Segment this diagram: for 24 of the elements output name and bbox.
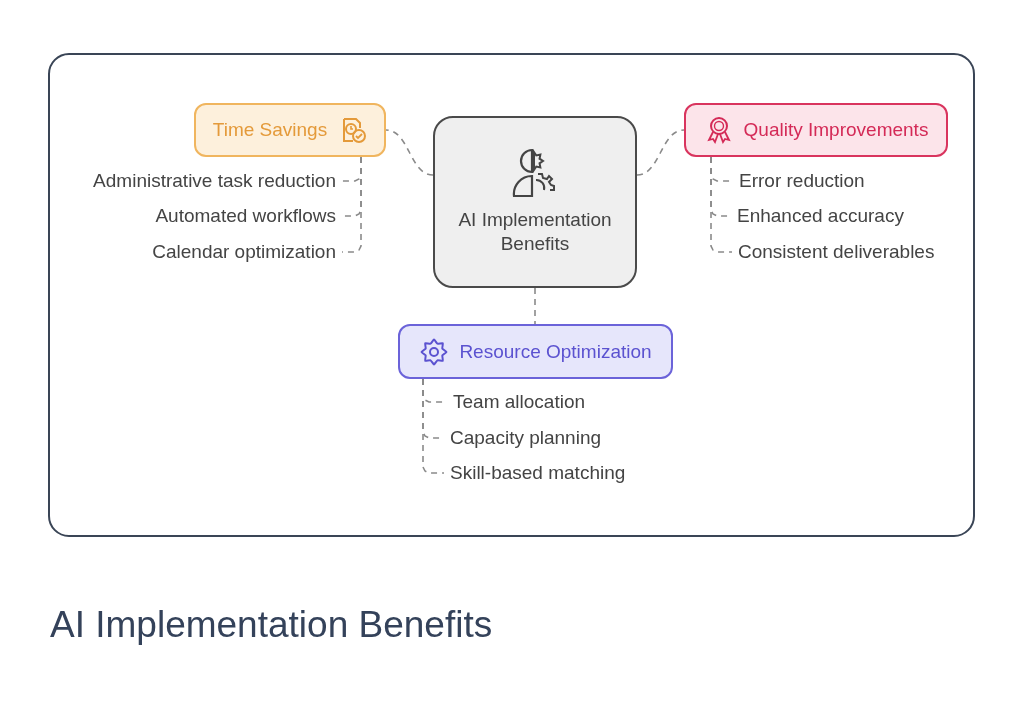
category-title: Time Savings [212,119,328,141]
benefit-text: Capacity planning [450,427,602,449]
benefit-text: Automated workflows [155,205,336,227]
category-box [398,324,673,379]
benefit-text: Skill-based matching [450,462,626,484]
benefit-text: Calendar optimization [152,241,336,263]
connector-line [341,156,362,253]
center-title: AI Implementation Benefits [457,208,613,256]
category-title: Resource Optimization [459,340,652,363]
benefit-text: Team allocation [453,391,586,413]
category-box [684,103,948,157]
center-box [433,116,637,288]
category-box [194,103,386,157]
benefit-text: Administrative task reduction [93,170,336,192]
connector-line [636,129,685,176]
connector-line [710,156,733,253]
connector-line [534,287,536,325]
diagram-title: AI Implementation Benefits [50,604,493,646]
connector-line [422,378,445,474]
connector-line [385,129,434,176]
benefit-text: Enhanced accuracy [737,205,904,227]
benefit-text: Consistent deliverables [738,241,935,263]
category-title: Quality Improvements [743,119,929,141]
benefit-text: Error reduction [739,170,865,192]
